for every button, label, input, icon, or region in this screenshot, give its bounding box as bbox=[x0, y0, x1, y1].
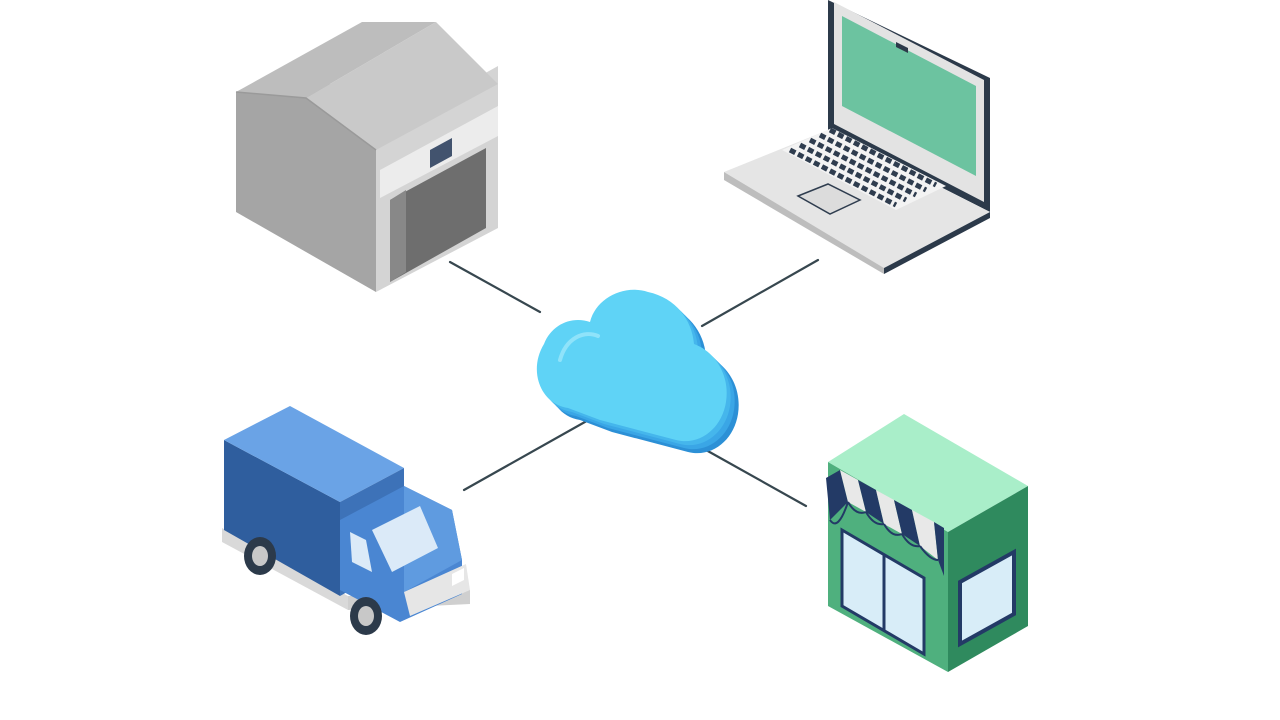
cloud-icon bbox=[536, 289, 739, 454]
truck-wheel-front bbox=[350, 597, 382, 635]
connector-truck bbox=[462, 416, 594, 492]
delivery-truck-icon bbox=[222, 406, 470, 635]
awning bbox=[826, 470, 944, 576]
warehouse-icon bbox=[235, 22, 498, 292]
connector-store bbox=[704, 448, 808, 508]
storefront-icon bbox=[826, 414, 1028, 672]
connector-warehouse bbox=[448, 260, 542, 314]
keyboard-keys bbox=[788, 127, 938, 208]
truck-wheel-rear bbox=[244, 537, 276, 575]
laptop-icon bbox=[724, 0, 990, 274]
connectors bbox=[448, 258, 820, 508]
connector-laptop bbox=[700, 258, 820, 328]
